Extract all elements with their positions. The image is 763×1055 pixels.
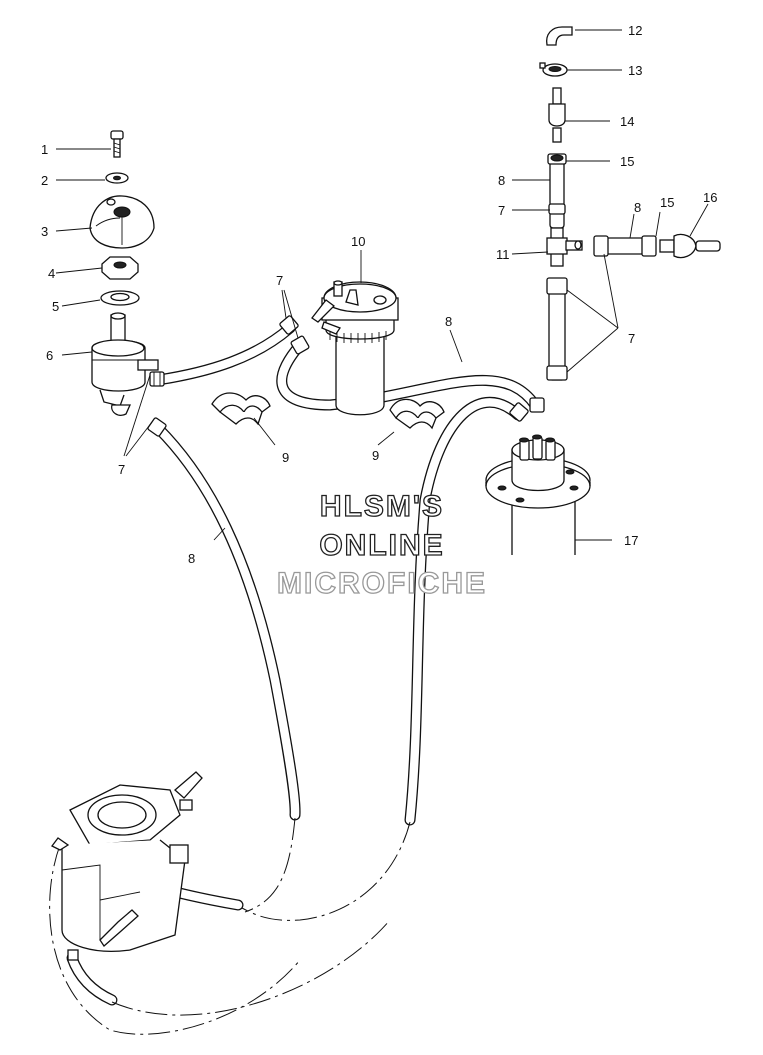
callout-13: 13 (628, 63, 642, 78)
callout-3: 3 (41, 224, 48, 239)
callout-14: 14 (620, 114, 634, 129)
clamp-pump-2 (529, 397, 545, 413)
clamp-tank-1 (279, 315, 299, 335)
clamp-filter-outlet (149, 371, 165, 387)
callout-9-right: 9 (372, 448, 379, 463)
cap-part-3 (89, 195, 155, 249)
callout-labels: 1 2 3 4 5 6 7 7 7 7 8 8 8 8 9 9 10 11 12… (41, 23, 717, 566)
elbow-part-12 (546, 26, 573, 46)
washer-part-2 (105, 172, 129, 184)
watermark-line-3: MICROFICHE (277, 567, 487, 600)
fuel-filter-part-6 (91, 312, 159, 416)
callout-2: 2 (41, 173, 48, 188)
hose-filter-to-carburetor (152, 422, 301, 821)
callout-1: 1 (41, 142, 48, 157)
leader-lines (55, 29, 709, 541)
callout-8-right-hose: 8 (634, 200, 641, 215)
clamp-part-13 (539, 62, 568, 77)
callout-4: 4 (48, 266, 55, 281)
clip-part-9-left (211, 392, 271, 426)
fuel-tank-part-10 (311, 280, 399, 416)
routing-lines (49, 817, 411, 1035)
callout-6: 6 (46, 348, 53, 363)
callout-8-left-hose: 8 (188, 551, 195, 566)
callout-7-right-clamps: 7 (628, 331, 635, 346)
watermark-line-1: HLSM'S (320, 490, 444, 523)
screw-part-1 (110, 130, 124, 158)
clamp-tank-2 (290, 335, 310, 355)
hose-return-to-pump (404, 396, 524, 826)
callout-15-vertical: 15 (620, 154, 634, 169)
connector-part-14 (548, 87, 566, 143)
hose-filter-to-tank (152, 322, 296, 386)
nut-part-4 (101, 256, 139, 280)
valve-part-16 (659, 233, 721, 259)
hose-horizontal-part-8 (593, 235, 657, 257)
callout-7-upper-hose: 7 (498, 203, 505, 218)
callout-8-center-hose: 8 (445, 314, 452, 329)
clip-part-9-right (389, 398, 445, 430)
callout-8-upper-hose: 8 (498, 173, 505, 188)
tee-fitting-part-11 (546, 227, 583, 267)
carburetor-assembly (51, 771, 203, 961)
callout-16: 16 (703, 190, 717, 205)
callout-17: 17 (624, 533, 638, 548)
hose-tank-to-pump (276, 339, 541, 411)
callout-7-tank-clamps: 7 (276, 273, 283, 288)
callout-9-left: 9 (282, 450, 289, 465)
fuel-pump-part-17 (485, 434, 591, 555)
watermark-line-2: ONLINE (319, 529, 444, 562)
callout-12: 12 (628, 23, 642, 38)
hose-carb-bottom (66, 952, 118, 1006)
callout-10: 10 (351, 234, 365, 249)
callout-15-horizontal: 15 (660, 195, 674, 210)
grommet-part-5 (100, 290, 140, 306)
watermark: HLSM'S ONLINE MICROFICHE (276, 489, 487, 600)
callout-11: 11 (496, 247, 510, 262)
clamp-pump-1 (509, 402, 529, 422)
callout-7-filter-clamps: 7 (118, 462, 125, 477)
callout-5: 5 (52, 299, 59, 314)
hose-vertical-lower (546, 277, 568, 381)
hose-vertical-upper (547, 153, 567, 229)
